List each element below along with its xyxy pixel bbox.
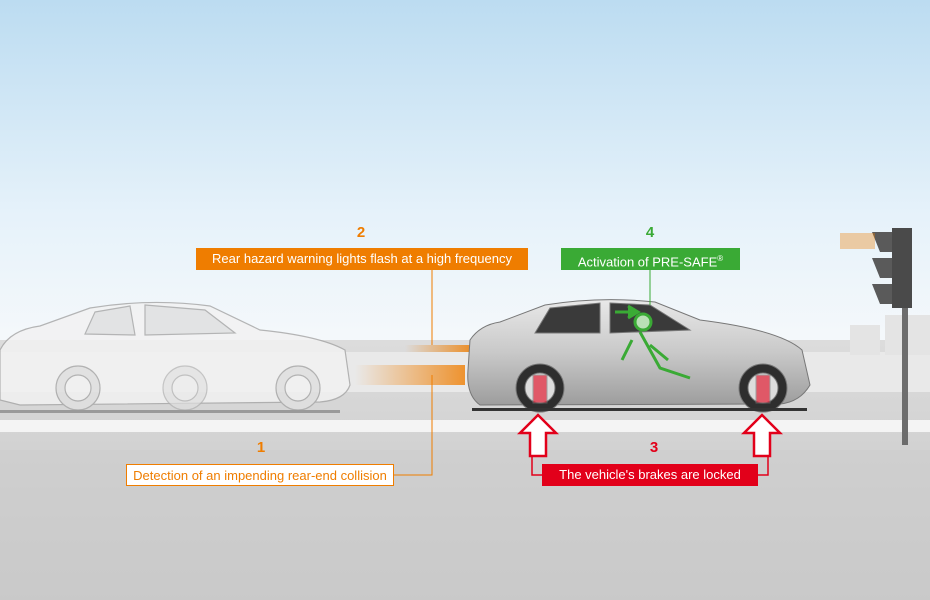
step-1-label: Detection of an impending rear-end colli… <box>126 464 394 486</box>
trademark: ® <box>717 254 724 263</box>
step-4-number: 4 <box>645 224 655 241</box>
step-2-label: Rear hazard warning lights flash at a hi… <box>196 248 528 270</box>
step-1-number: 1 <box>256 439 266 456</box>
step-4-label: Activation of PRE-SAFE® <box>561 248 740 270</box>
approaching-car <box>0 301 351 411</box>
brake-connectors <box>531 456 769 476</box>
brake-caliper <box>532 374 548 404</box>
orange-connectors <box>394 270 433 476</box>
brake-caliper <box>755 374 771 404</box>
front-car-shadow <box>472 408 807 411</box>
radar-beam <box>355 365 465 385</box>
hazard-light-flash <box>405 345 470 352</box>
brake-arrow-icon <box>516 413 784 458</box>
occupant-presafe-icon <box>615 304 691 380</box>
sky <box>0 0 930 360</box>
left-car-shadow <box>0 410 340 413</box>
step-2-number: 2 <box>356 224 366 241</box>
road-line <box>0 420 930 432</box>
traffic-light <box>840 228 912 445</box>
step-3-number: 3 <box>649 439 659 456</box>
front-car <box>467 299 811 413</box>
step-3-label: The vehicle's brakes are locked <box>542 464 758 486</box>
step-4-label-text: Activation of PRE-SAFE <box>577 254 718 270</box>
